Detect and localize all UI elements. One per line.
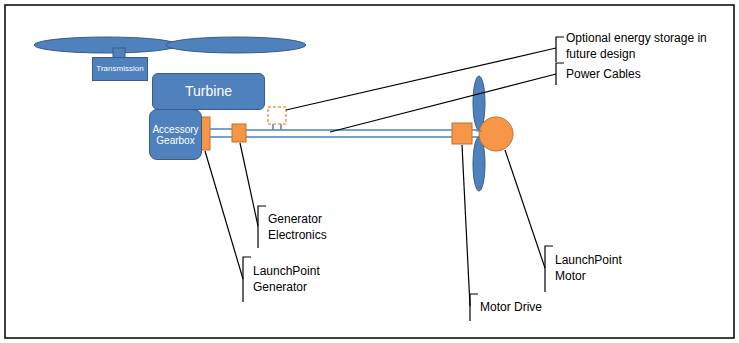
transmission-box: Transmission: [92, 57, 148, 81]
box-label: Transmission: [96, 65, 143, 74]
gearbox-box: Accessory Gearbox: [149, 109, 202, 160]
motor-drive: [452, 123, 472, 144]
callout-label: LaunchPoint Motor: [555, 252, 655, 284]
callout-label: Power Cables: [566, 66, 641, 82]
box-label: Accessory Gearbox: [152, 124, 199, 146]
frame-border: [5, 5, 734, 338]
box-label: Turbine: [185, 84, 232, 99]
callout-label: Motor Drive: [480, 299, 542, 315]
propeller-blade: [473, 76, 485, 130]
rotor-blade: [166, 37, 306, 53]
shaft: [209, 129, 233, 137]
turbine-box: Turbine: [152, 73, 265, 110]
propeller-hub: [476, 131, 482, 132]
rotor-blade: [34, 37, 178, 53]
launchpoint-motor: [479, 117, 513, 151]
generator-electronics: [232, 124, 246, 142]
storage-lead: [280, 124, 282, 130]
callout-label: LaunchPoint Generator: [253, 263, 363, 295]
callout-label: Generator Electronics: [268, 211, 378, 243]
energy-storage: [268, 107, 286, 124]
power-cable: [244, 130, 454, 137]
storage-lead: [272, 124, 274, 130]
callout-label: Optional energy storage in future design: [566, 30, 716, 62]
